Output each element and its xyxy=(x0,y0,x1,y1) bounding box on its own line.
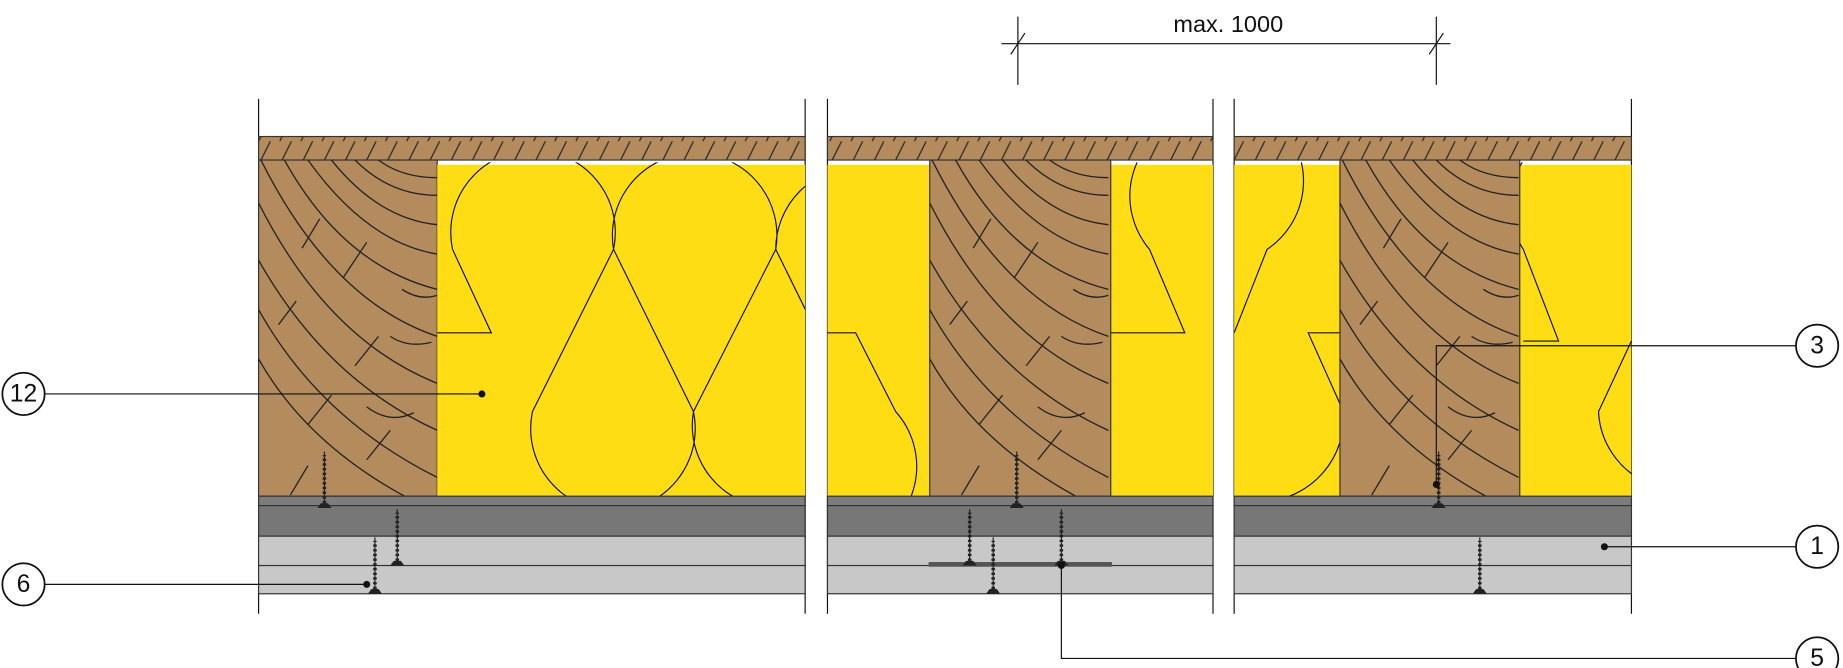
svg-text:6: 6 xyxy=(17,571,31,598)
callout-5: 5 xyxy=(1057,562,1840,668)
segment-3 xyxy=(1233,135,1633,596)
joint-strip xyxy=(928,562,1112,567)
dimension-line: max. 1000 xyxy=(1001,11,1451,85)
insulation-1 xyxy=(437,162,806,497)
svg-text:12: 12 xyxy=(10,380,37,407)
segment-2 xyxy=(826,135,1214,596)
dimension-label: max. 1000 xyxy=(1173,11,1283,37)
insulation-2 xyxy=(827,162,1186,497)
svg-text:5: 5 xyxy=(1810,645,1824,668)
segment-1 xyxy=(257,135,806,596)
callout-12: 12 xyxy=(1,371,486,416)
callout-1: 1 xyxy=(1600,524,1840,569)
callout-6: 6 xyxy=(1,562,371,607)
callout-3: 3 xyxy=(1432,323,1840,488)
svg-text:3: 3 xyxy=(1810,332,1824,359)
svg-text:1: 1 xyxy=(1810,533,1824,560)
